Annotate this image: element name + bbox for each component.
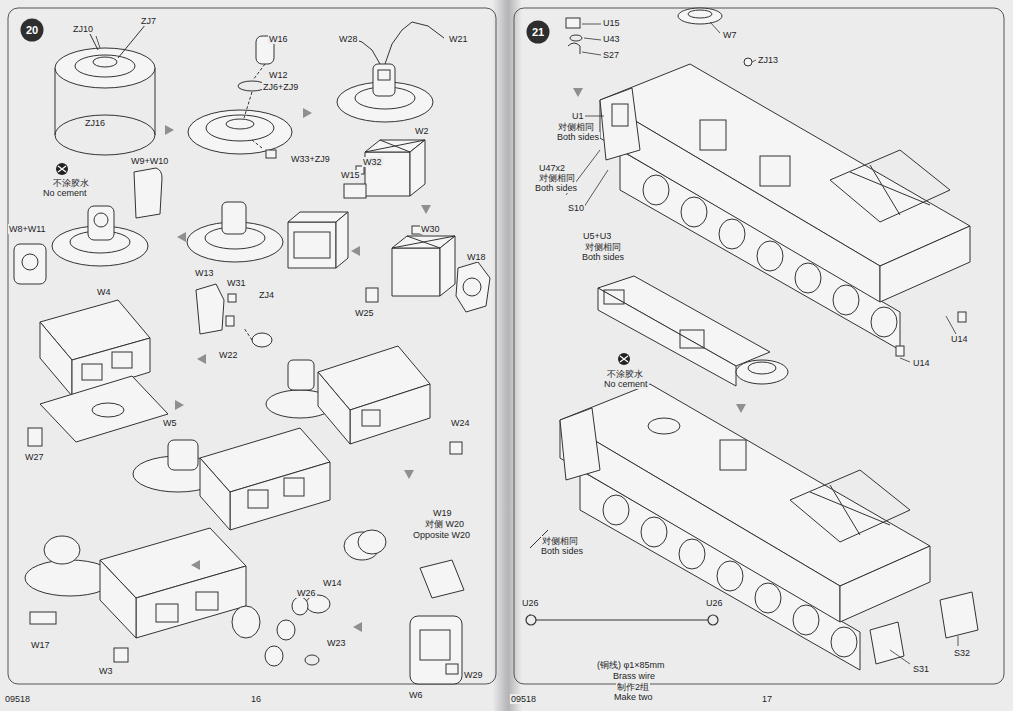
step-number: 21 <box>526 20 550 44</box>
part-number: W13 <box>194 268 215 278</box>
part-number: W31 <box>226 278 247 288</box>
side-note: Opposite W20 <box>412 530 471 540</box>
part-number: ZJ10 <box>72 24 94 34</box>
side-note: 对侧相同 <box>541 536 579 546</box>
part-number: W8+W11 <box>8 224 47 234</box>
side-note: Both sides <box>581 252 625 262</box>
wire-note: Make two <box>613 692 654 702</box>
side-note: 对侧 W20 <box>424 519 465 529</box>
part-number: W24 <box>450 418 471 428</box>
part-number: U5+U3 <box>582 231 612 241</box>
part-number: W3 <box>98 666 114 676</box>
wire-note: Brass wire <box>612 671 656 681</box>
part-number: S32 <box>953 648 971 658</box>
part-number: ZJ16 <box>84 118 106 128</box>
part-number: W25 <box>354 308 375 318</box>
step-number: 20 <box>20 18 44 42</box>
part-number: W6 <box>408 690 424 700</box>
side-note: Both sides <box>540 546 584 556</box>
part-number: W2 <box>414 126 430 136</box>
part-number: W12 <box>268 70 289 80</box>
part-number: W21 <box>448 34 469 44</box>
step-circle-shape <box>527 21 550 44</box>
side-note: 对侧相同 <box>538 173 576 183</box>
part-number: W16 <box>268 34 289 44</box>
part-number: U14 <box>912 358 931 368</box>
part-number: ZJ7 <box>140 16 157 26</box>
side-note: 对侧相同 <box>584 242 622 252</box>
cement-note: 不涂胶水 <box>52 178 90 188</box>
step-label: 20 <box>26 24 38 36</box>
part-number: W27 <box>24 452 45 462</box>
part-number: U15 <box>602 18 621 28</box>
part-number: W5 <box>162 418 178 428</box>
kit-number: 09518 <box>510 694 537 704</box>
part-number: W7 <box>722 30 738 40</box>
part-number: W19 <box>432 508 453 518</box>
part-number: W26 <box>296 588 317 598</box>
part-number: U43 <box>602 34 621 44</box>
step-circle-shape <box>21 19 44 42</box>
part-number: S27 <box>602 50 620 60</box>
part-number: ZJ6+ZJ9 <box>262 82 299 92</box>
part-number: W28 <box>338 34 359 44</box>
page-number: 16 <box>250 694 262 704</box>
side-note: Both sides <box>556 132 600 142</box>
cement-note: 不涂胶水 <box>606 369 644 379</box>
part-number: ZJ13 <box>757 55 779 65</box>
part-number: W17 <box>30 640 51 650</box>
step-label: 21 <box>532 26 544 38</box>
cement-note: No cement <box>603 379 649 389</box>
part-number: W15 <box>340 170 361 180</box>
side-note: Both sides <box>534 183 578 193</box>
part-number: W30 <box>420 224 441 234</box>
kit-number: 09518 <box>4 694 31 704</box>
part-number: W4 <box>96 287 112 297</box>
side-note: 对侧相同 <box>557 122 595 132</box>
part-number: W32 <box>362 157 383 167</box>
part-number: S31 <box>912 664 930 674</box>
wire-note: 制作2组 <box>616 682 650 692</box>
page-number: 17 <box>761 694 773 704</box>
part-number: U1 <box>571 111 585 121</box>
part-number: W29 <box>463 670 484 680</box>
part-number: W9+W10 <box>130 156 169 166</box>
part-number: U26 <box>705 598 724 608</box>
part-number: ZJ4 <box>258 290 275 300</box>
part-number: S10 <box>567 203 585 213</box>
part-number: W22 <box>218 350 239 360</box>
cement-note: No cement <box>42 188 88 198</box>
wire-note: (铜线) φ1×85mm <box>596 660 666 670</box>
part-number: W23 <box>326 638 347 648</box>
part-number: W18 <box>466 252 487 262</box>
part-number: W33+ZJ9 <box>290 154 331 164</box>
part-number: U26 <box>521 598 540 608</box>
part-number: U14 <box>950 334 969 344</box>
part-number: W14 <box>322 578 343 588</box>
part-number: U47x2 <box>538 163 566 173</box>
